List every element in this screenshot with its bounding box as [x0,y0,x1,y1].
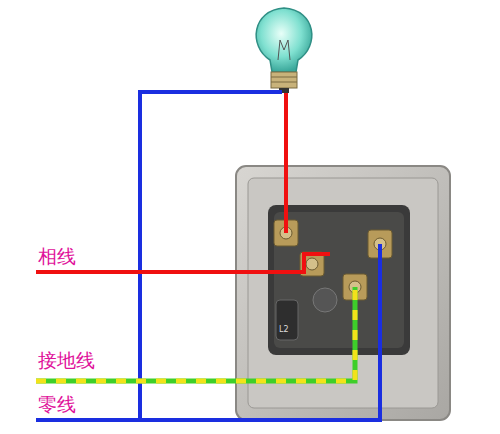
earth-wire-label: 接地线 [38,350,95,371]
terminal-mark: L2 [279,326,289,335]
phase-wire-label: 相线 [38,246,76,267]
neutral-wire-label: 零线 [38,394,76,415]
